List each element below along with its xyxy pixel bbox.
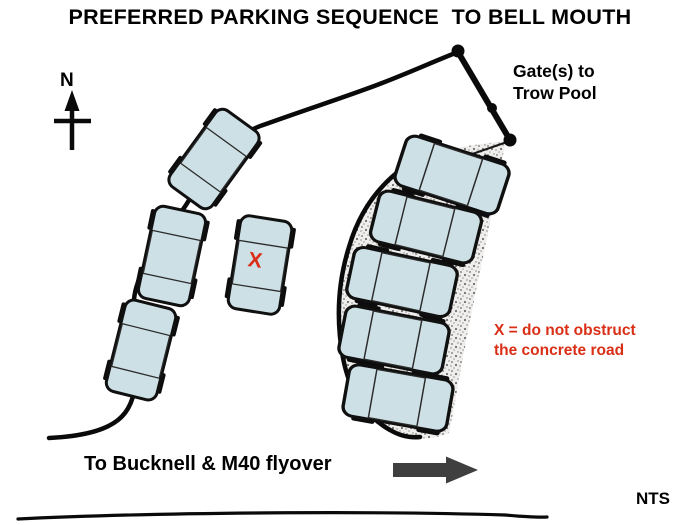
gate-post-top bbox=[451, 44, 465, 58]
north-arrowhead bbox=[64, 90, 80, 111]
parked-cars bbox=[99, 101, 515, 439]
left-car-1 bbox=[160, 101, 268, 217]
gate bbox=[451, 44, 517, 147]
gate-post-bottom bbox=[503, 133, 517, 147]
destination-label: To Bucknell & M40 flyover bbox=[84, 453, 332, 475]
scale-label: NTS bbox=[636, 489, 670, 508]
bottom-boundary-line bbox=[16, 511, 549, 521]
left-car-2 bbox=[131, 202, 213, 310]
obstruction-note: X = do not obstruct the concrete road bbox=[494, 322, 636, 360]
left-car-3 bbox=[99, 295, 183, 405]
gate-label: Gate(s) to Trow Pool bbox=[513, 61, 597, 103]
north-label: N bbox=[60, 70, 74, 91]
north-arrow bbox=[54, 90, 91, 150]
access-track bbox=[46, 49, 461, 441]
gate-hinge-mid bbox=[487, 103, 497, 113]
direction-arrow bbox=[393, 456, 478, 484]
diagram-title: PREFERRED PARKING SEQUENCE TO BELL MOUTH bbox=[68, 5, 632, 29]
